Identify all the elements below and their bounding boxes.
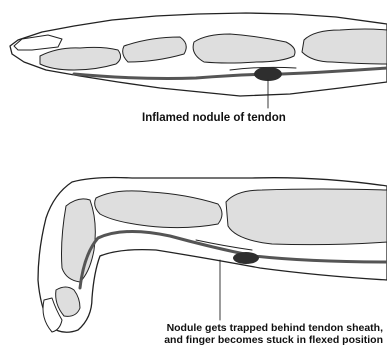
extended-finger-illustration bbox=[10, 13, 387, 108]
nodule-caption: Inflamed nodule of tendon bbox=[142, 111, 286, 125]
inflamed-nodule bbox=[254, 67, 282, 81]
metacarpal-bone bbox=[302, 29, 387, 64]
flexed-finger-illustration bbox=[38, 178, 387, 333]
flexed-caption-line-1: Nodule gets trapped behind tendon sheath… bbox=[113, 322, 383, 334]
flexed-caption-line-2: and finger becomes stuck in flexed posit… bbox=[113, 334, 383, 346]
flexed-position-caption: Nodule gets trapped behind tendon sheath… bbox=[113, 322, 383, 346]
flexed-metacarpal-bone bbox=[226, 189, 387, 245]
trapped-nodule bbox=[233, 252, 259, 264]
fingernail bbox=[14, 35, 62, 50]
